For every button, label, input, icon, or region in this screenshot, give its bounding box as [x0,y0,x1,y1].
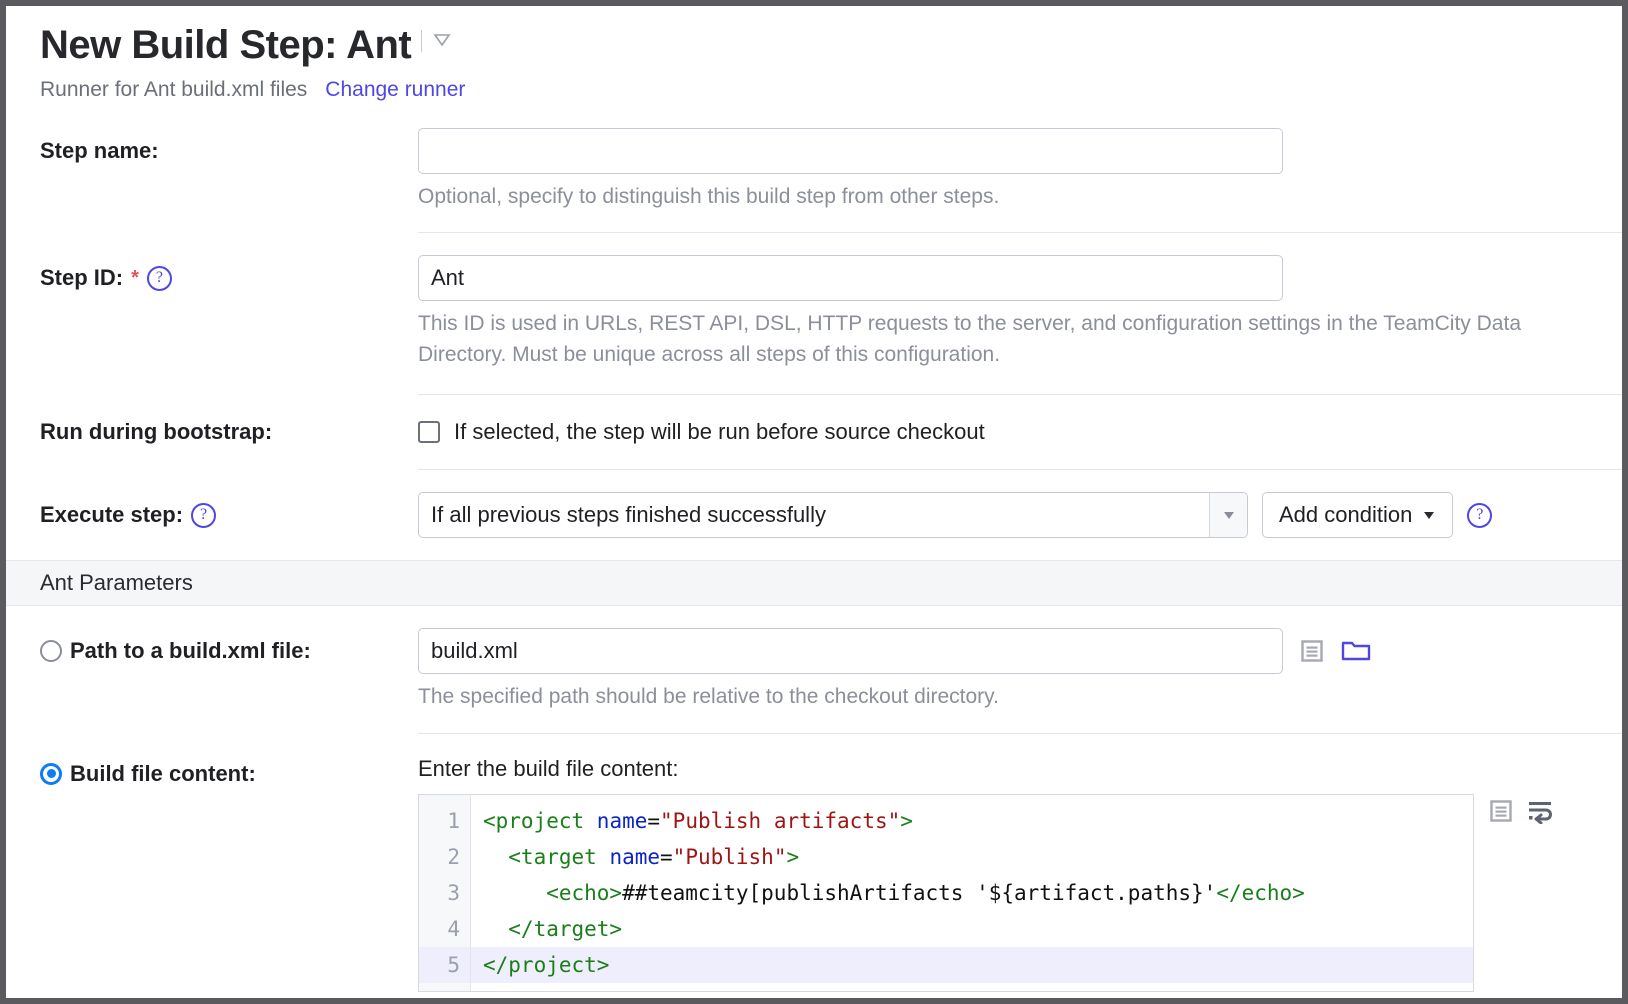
path-field-cell: The specified path should be relative to… [418,628,1622,712]
code-token: </echo> [1216,880,1305,905]
step-id-label: Step ID: [40,265,124,291]
code-line[interactable]: <target name="Publish"> [471,839,1473,875]
ant-parameters-section-header: Ant Parameters [6,560,1622,607]
build-step-form-page: New Build Step: Ant Runner for Ant build… [6,6,1622,998]
word-wrap-icon[interactable] [1526,798,1554,824]
step-name-hint: Optional, specify to distinguish this bu… [418,185,1000,208]
code-line[interactable]: </target> [471,911,1473,947]
title-actions[interactable] [421,28,453,55]
section-title: Ant Parameters [40,570,193,596]
step-name-row: Step name: Optional, specify to distingu… [6,128,1622,212]
radio-dot [46,769,56,779]
add-condition-label: Add condition [1279,502,1413,528]
divider [418,394,1622,396]
chevron-down-icon[interactable] [1209,493,1247,538]
build-file-content-radio[interactable] [40,762,62,785]
execute-condition-value: If all previous steps finished successfu… [431,502,826,528]
content-option-label-cell[interactable]: Build file content: [6,756,418,792]
add-condition-button[interactable]: Add condition [1262,492,1454,539]
code-line[interactable]: </project> [471,946,1473,983]
change-runner-link[interactable]: Change runner [325,78,466,101]
help-icon[interactable]: ? [1467,502,1493,528]
step-name-field-cell: Optional, specify to distinguish this bu… [418,128,1622,212]
path-to-buildxml-radio[interactable] [40,640,62,663]
execute-step-field-cell: If all previous steps finished successfu… [418,492,1622,539]
step-name-input[interactable] [418,128,1283,174]
title-divider [421,30,423,52]
path-option-label-cell[interactable]: Path to a build.xml file: [6,628,418,674]
build-xml-path-input[interactable] [418,628,1283,675]
help-icon[interactable]: ? [191,502,217,528]
execute-condition-select[interactable]: If all previous steps finished successfu… [418,492,1248,539]
path-hint: The specified path should be relative to… [418,685,999,709]
page-title: New Build Step: Ant [40,23,412,67]
line-number: 1 [447,808,460,833]
code-token: <target [483,844,610,869]
step-id-label-cell: Step ID: * ? [6,255,418,301]
chevron-down-icon [1422,502,1436,528]
line-number: 2 [447,844,460,869]
path-input-row [418,628,1594,675]
step-name-label: Step name: [40,138,159,163]
content-option-label: Build file content: [70,760,256,786]
code-token: = [647,808,661,833]
help-icon[interactable]: ? [146,265,172,291]
code-token: name [596,808,648,833]
line-number: 3 [447,880,460,905]
line-number: 5 [419,946,470,983]
step-id-field-cell: This ID is used in URLs, REST API, DSL, … [418,255,1622,370]
bootstrap-field-cell: If selected, the step will be run before… [418,419,1622,445]
list-document-icon[interactable] [1488,798,1514,824]
editor-label: Enter the build file content: [418,755,679,781]
title-row: New Build Step: Ant [40,24,1622,66]
run-during-bootstrap-checkbox[interactable] [418,421,440,444]
code-token: ##teamcity[publishArtifacts '${artifact.… [622,880,1217,905]
runner-description: Runner for Ant build.xml files [40,78,308,101]
chevron-down-icon[interactable] [431,28,453,55]
step-id-row: Step ID: * ? This ID is used in URLs, RE… [6,255,1622,370]
bootstrap-label: Run during bootstrap: [40,419,273,445]
divider [418,469,1622,471]
execute-step-controls: If all previous steps finished successfu… [418,492,1594,539]
execute-step-label-cell: Execute step: ? [6,492,418,538]
line-number: 4 [447,916,460,941]
required-marker: * [131,266,139,289]
bootstrap-checkbox-row[interactable]: If selected, the step will be run before… [418,419,1594,445]
editor-line-numbers: 1 2 3 4 5 [419,794,471,991]
code-token: <echo> [483,880,623,905]
page-header: New Build Step: Ant Runner for Ant build… [6,6,1622,102]
editor-toolbar [1488,794,1554,824]
execute-step-row: Execute step: ? If all previous steps fi… [6,492,1622,539]
path-option-label: Path to a build.xml file: [70,638,311,664]
code-token: "Publish artifacts" [660,808,901,833]
bootstrap-checkbox-label: If selected, the step will be run before… [454,419,985,445]
folder-icon[interactable] [1341,638,1371,664]
code-line[interactable]: <echo>##teamcity[publishArtifacts '${art… [471,875,1473,911]
code-token: <project [483,808,597,833]
bootstrap-row: Run during bootstrap: If selected, the s… [6,419,1622,445]
list-document-icon[interactable] [1299,638,1325,664]
code-token: > [786,844,800,869]
divider [418,732,1622,734]
editor-code-area[interactable]: <project name="Publish artifacts"> <targ… [471,795,1473,991]
step-id-hint: This ID is used in URLs, REST API, DSL, … [418,312,1522,366]
code-token: > [900,808,913,833]
content-field-cell: Enter the build file content: 1 2 3 4 5 <pro… [418,756,1622,992]
path-to-buildxml-row: Path to a build.xml file: [6,628,1622,712]
step-id-input[interactable] [418,255,1283,302]
code-token: </project> [483,952,610,977]
code-line[interactable]: <project name="Publish artifacts"> [471,803,1473,839]
subtitle-row: Runner for Ant build.xml files Change ru… [40,78,1622,102]
code-token: = [660,844,673,869]
code-token: "Publish" [672,844,787,869]
divider [418,232,1622,234]
build-file-content-row: Build file content: Enter the build file… [6,756,1622,992]
execute-step-label: Execute step: [40,502,184,528]
code-token: name [609,844,661,869]
code-token: </target> [483,916,623,941]
